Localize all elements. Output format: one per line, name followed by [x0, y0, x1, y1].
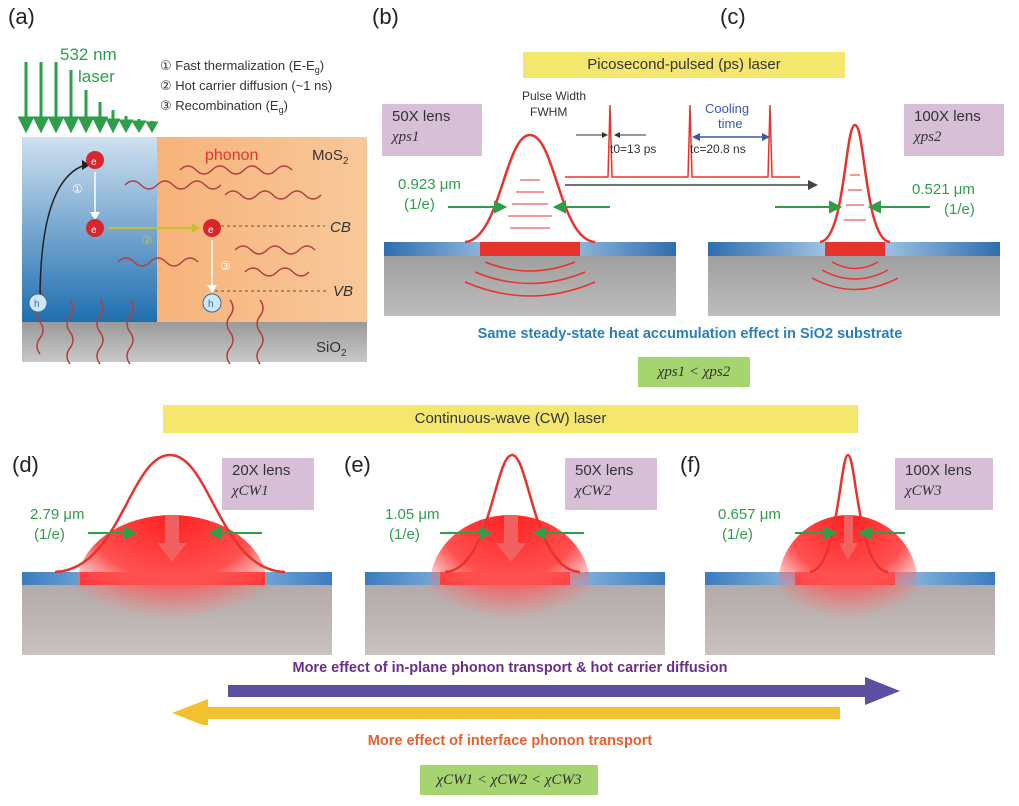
panel-a-diagram: 532 nm laser ① Fast thermalization (E-Eg… [17, 45, 367, 365]
panel-d-lens-box: 20X lens χCW1 [222, 458, 314, 510]
panel-e-spot-value: 1.05 μm [385, 506, 440, 523]
t0-label: t0=13 ps [610, 142, 656, 156]
pulse-width-label: Pulse Width [522, 89, 586, 103]
panel-e-spot-unit: (1/e) [389, 526, 420, 543]
panel-f-lens-box: 100X lens χCW3 [895, 458, 993, 510]
cw-laser-banner: Continuous-wave (CW) laser [163, 405, 858, 433]
ps-diagram: Pulse Width FWHM t0=13 ps Cooling time t… [384, 89, 1000, 316]
panel-f-spot: 0.657 μm (1/e) [718, 505, 781, 545]
legend-item-1: ① Fast thermalization (E-Eg) [160, 58, 324, 75]
panel-c-spot-value: 0.521 μm [912, 181, 975, 198]
step-1-marker: ① [72, 182, 83, 196]
panel-f-spot-unit: (1/e) [722, 526, 753, 543]
cw-relation: χCW1 < χCW2 < χCW3 [420, 765, 598, 795]
panel-b-chi: χps1 [392, 129, 420, 145]
carriers: e e e h h ① ② ③ [28, 151, 231, 313]
panel-e-chi: χCW2 [575, 483, 612, 499]
panel-f-spot-value: 0.657 μm [718, 506, 781, 523]
electron-2: e [91, 225, 97, 236]
panel-b-label: (b) [372, 4, 399, 29]
panel-e-lens: 50X lens [575, 462, 634, 479]
fwhm-label: FWHM [530, 105, 567, 119]
phonon-label: phonon [205, 147, 258, 164]
panel-d-chi: χCW1 [232, 483, 269, 499]
cb-label: CB [330, 219, 351, 236]
pulse-train: Pulse Width FWHM t0=13 ps Cooling time t… [522, 89, 818, 190]
panel-c-lens-box: 100X lens χps2 [904, 104, 1004, 156]
laser-arrows [17, 62, 159, 134]
step-3-marker: ③ [220, 259, 231, 273]
panel-d-spot-value: 2.79 μm [30, 506, 85, 523]
legend-item-2: ② Hot carrier diffusion (~1 ns) [160, 78, 332, 93]
panel-e-label: (e) [344, 452, 371, 477]
panel-f-lens: 100X lens [905, 462, 972, 479]
panel-b-spot-unit: (1/e) [404, 196, 435, 213]
panel-e-spot: 1.05 μm (1/e) [385, 505, 440, 545]
laser-word: laser [78, 67, 115, 86]
panel-b-spot: 0.923 μm (1/e) [398, 175, 461, 215]
panel-f-label: (f) [680, 452, 701, 477]
sio2-label: SiO2 [316, 339, 347, 359]
panel-d-label: (d) [12, 452, 39, 477]
panel-c-spot: 0.521 μm (1/e) [912, 180, 975, 220]
arrow-left-caption: More effect of interface phonon transpor… [367, 733, 653, 749]
panel-c-label: (c) [720, 4, 746, 29]
ps-laser-banner: Picosecond-pulsed (ps) laser [523, 52, 845, 78]
panel-e-lens-box: 50X lens χCW2 [565, 458, 657, 510]
panel-a-label: (a) [8, 4, 35, 29]
direction-arrows [172, 677, 900, 725]
panel-c-lens: 100X lens [914, 108, 981, 125]
panel-c-spot-unit: (1/e) [944, 201, 975, 218]
panel-d-spot: 2.79 μm (1/e) [30, 505, 85, 545]
cw-diagram [22, 453, 995, 655]
step-2-marker: ② [142, 233, 153, 247]
electron-1: e [91, 157, 97, 168]
ps-caption: Same steady-state heat accumulation effe… [477, 326, 903, 342]
laser-wavelength: 532 nm [60, 45, 117, 64]
vb-label: VB [333, 283, 353, 300]
panel-d-spot-unit: (1/e) [34, 526, 65, 543]
panel-b-lens: 50X lens [392, 108, 451, 125]
cooling-label: Cooling [705, 101, 749, 116]
time-label: time [718, 116, 743, 131]
panel-b-spot-value: 0.923 μm [398, 176, 461, 193]
arrow-right-caption: More effect of in-plane phonon transport… [292, 660, 728, 676]
electron-3: e [208, 225, 214, 236]
legend-item-3: ③ Recombination (Eg) [160, 98, 288, 115]
panel-d-lens: 20X lens [232, 462, 291, 479]
tc-label: tc=20.8 ns [690, 142, 746, 156]
mos2-label: MoS2 [312, 147, 349, 167]
panel-c-chi: χps2 [914, 129, 942, 145]
ps-relation: χps1 < χps2 [638, 357, 750, 387]
panel-b-lens-box: 50X lens χps1 [382, 104, 482, 156]
panel-f-chi: χCW3 [905, 483, 942, 499]
hole-2: h [208, 299, 214, 310]
phonon-waves [36, 165, 322, 365]
hole-1: h [34, 299, 40, 310]
